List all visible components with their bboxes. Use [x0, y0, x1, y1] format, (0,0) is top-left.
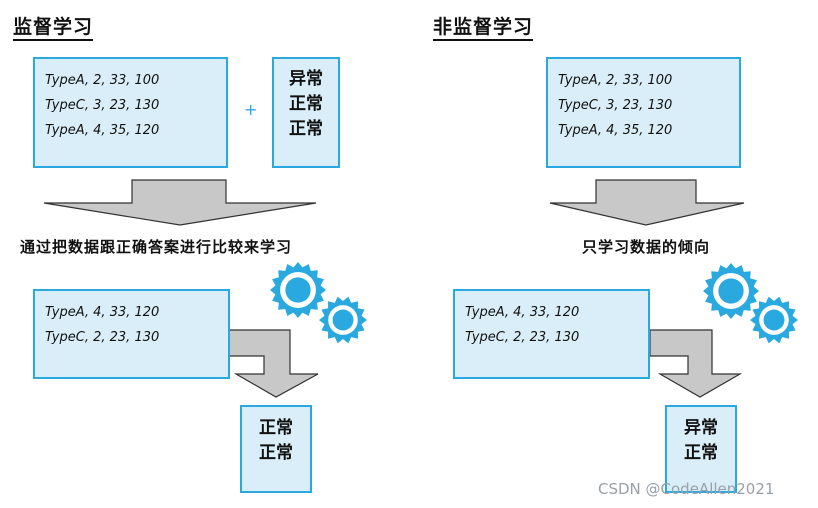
unsupervised-test-box: TypeA, 4, 33, 120 TypeC, 2, 23, 130: [453, 289, 650, 379]
data-row: TypeC, 3, 23, 130: [558, 98, 673, 113]
gear-icon: [750, 296, 798, 344]
data-row: TypeC, 3, 23, 130: [45, 98, 160, 113]
supervised-result-box: 正常 正常: [240, 405, 312, 493]
data-row: TypeC, 2, 23, 130: [45, 330, 160, 345]
result-label: 异常: [684, 418, 718, 438]
unsupervised-result-box: 异常 正常: [665, 405, 737, 493]
data-row: TypeA, 2, 33, 100: [558, 73, 673, 88]
result-label: 正常: [684, 443, 718, 463]
supervised-training-box: TypeA, 2, 33, 100 TypeC, 3, 23, 130 Type…: [33, 57, 228, 168]
down-arrow-right: [549, 179, 745, 226]
data-row: TypeA, 4, 35, 120: [45, 123, 160, 138]
bent-arrow-left: [228, 329, 319, 398]
answer-label: 异常: [289, 69, 323, 89]
unsupervised-training-box: TypeA, 2, 33, 100 TypeC, 3, 23, 130 Type…: [546, 57, 741, 168]
answer-label-box: 异常 正常 正常: [272, 57, 340, 168]
plus-sign: +: [244, 100, 258, 119]
gear-icon: [703, 263, 759, 319]
down-arrow-left: [43, 179, 317, 226]
result-label: 正常: [259, 418, 293, 438]
gear-icon: [319, 296, 367, 344]
data-row: TypeA, 4, 33, 120: [465, 305, 580, 320]
data-row: TypeA, 4, 33, 120: [45, 305, 160, 320]
supervised-heading: 监督学习: [13, 16, 94, 41]
unsupervised-caption: 只学习数据的倾向: [582, 238, 711, 256]
data-row: TypeA, 4, 35, 120: [558, 123, 673, 138]
bent-arrow-right: [649, 329, 743, 398]
result-label: 正常: [259, 443, 293, 463]
supervised-caption: 通过把数据跟正确答案进行比较来学习: [20, 238, 293, 256]
watermark: CSDN @CodeAllen2021: [598, 480, 775, 498]
gear-icon: [270, 262, 326, 318]
answer-label: 正常: [289, 94, 323, 114]
data-row: TypeA, 2, 33, 100: [45, 73, 160, 88]
answer-label: 正常: [289, 119, 323, 139]
supervised-test-box: TypeA, 4, 33, 120 TypeC, 2, 23, 130: [33, 289, 230, 379]
data-row: TypeC, 2, 23, 130: [465, 330, 580, 345]
unsupervised-heading: 非监督学习: [433, 16, 534, 41]
